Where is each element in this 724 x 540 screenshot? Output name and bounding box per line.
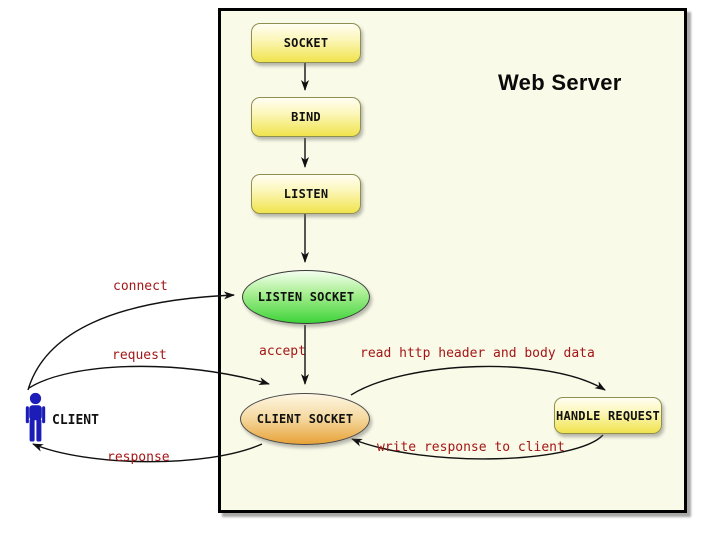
edge-label-read-http: read http header and body data [360, 346, 595, 361]
edge-label-response: response [107, 450, 170, 465]
node-listen: LISTEN [251, 174, 361, 214]
node-listen-socket-label: LISTEN SOCKET [257, 290, 355, 304]
node-bind: BIND [251, 97, 361, 137]
node-client-socket: CLIENT SOCKET [240, 393, 370, 445]
client-label: CLIENT [52, 413, 99, 428]
node-listen-label: LISTEN [283, 187, 329, 201]
node-handle-request: HANDLE REQUEST [554, 397, 662, 434]
node-socket: SOCKET [251, 23, 361, 63]
node-bind-label: BIND [291, 110, 321, 124]
node-socket-label: SOCKET [283, 36, 329, 50]
node-client-socket-label: CLIENT SOCKET [256, 412, 354, 426]
client-person-icon [25, 392, 46, 442]
edge-label-connect: connect [113, 279, 168, 294]
edge-label-write-response: write response to client [377, 440, 565, 455]
edge-label-request: request [112, 348, 167, 363]
edge-connect [27, 291, 235, 391]
node-handle-request-label: HANDLE REQUEST [556, 408, 660, 423]
web-server-title: Web Server [498, 70, 622, 95]
edge-label-accept: accept [259, 344, 306, 359]
node-listen-socket: LISTEN SOCKET [242, 270, 370, 324]
